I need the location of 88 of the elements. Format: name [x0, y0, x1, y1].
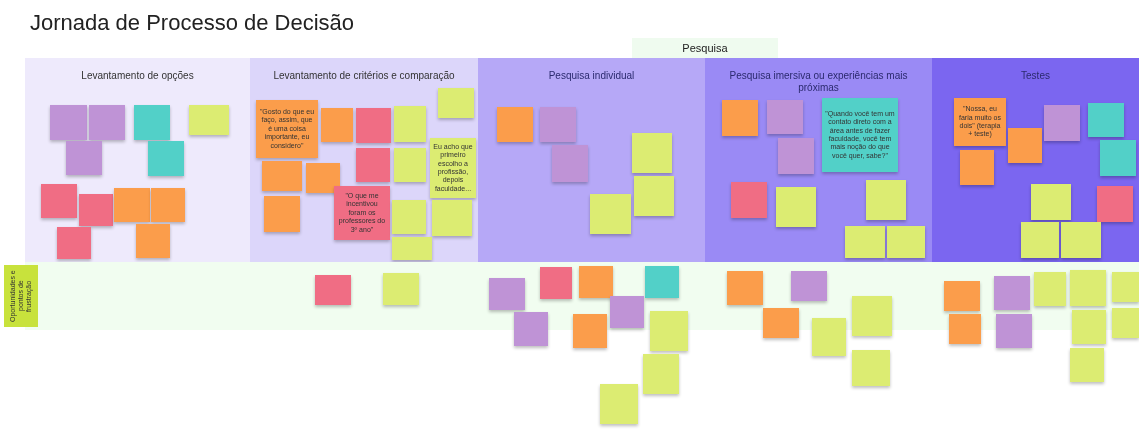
sticky-note: [189, 105, 229, 135]
sticky-note: [1070, 348, 1104, 382]
sticky-note: [1100, 140, 1136, 176]
sticky-note: [650, 311, 688, 351]
sticky-note: [50, 105, 87, 140]
sticky-note: [776, 187, 816, 227]
sticky-note: [643, 354, 679, 394]
sticky-note: [148, 141, 184, 176]
sticky-note: [590, 194, 631, 234]
sticky-note: [1072, 310, 1106, 344]
sticky-note: [1112, 272, 1139, 302]
sticky-note: [1097, 186, 1133, 222]
column-panel: [25, 58, 250, 262]
sticky-note: [1061, 222, 1101, 258]
column-heading: Levantamento de opções: [80, 70, 195, 82]
sticky-note: [438, 88, 474, 118]
sticky-note: [57, 227, 91, 259]
column-panel: [250, 58, 478, 262]
page-title: Jornada de Processo de Decisão: [30, 10, 355, 36]
sticky-note: [432, 200, 472, 236]
sticky-note: [949, 314, 981, 344]
sticky-note: [41, 184, 77, 218]
sticky-note: [321, 108, 353, 142]
sticky-note: [791, 271, 827, 301]
sticky-note: [66, 141, 102, 175]
sticky-note: [394, 106, 426, 142]
sticky-note: [1088, 103, 1124, 137]
sticky-note: [812, 318, 846, 356]
sticky-note: [645, 266, 679, 298]
sticky-note: [852, 296, 892, 336]
sticky-note: [540, 107, 576, 142]
sticky-note: [994, 276, 1030, 310]
sticky-note: [634, 176, 674, 216]
sticky-note: [1021, 222, 1059, 258]
sticky-note: [552, 145, 588, 182]
sticky-note: [632, 133, 672, 173]
sticky-note: [315, 275, 351, 305]
column-heading: Testes: [1020, 70, 1051, 82]
sticky-note: [79, 194, 113, 226]
sticky-note: [852, 350, 890, 386]
swimlane-row: [4, 262, 1139, 330]
sticky-note: [1034, 272, 1066, 306]
column-heading: Pesquisa imersiva ou experiências mais próximas: [728, 70, 909, 94]
sticky-note: [136, 224, 170, 258]
sticky-note: [1070, 270, 1106, 306]
sticky-note: [383, 273, 419, 305]
sticky-note: [579, 266, 613, 298]
sticky-note: [114, 188, 150, 222]
sticky-note: [573, 314, 607, 348]
sticky-note: [960, 150, 994, 185]
column-panel: [478, 58, 705, 262]
sticky-note: [600, 384, 638, 424]
sticky-note: [1031, 184, 1071, 220]
sticky-note: [944, 281, 980, 311]
sticky-note: [489, 278, 525, 310]
sticky-note: [306, 163, 340, 193]
sticky-note: [392, 200, 426, 234]
sticky-note: [356, 148, 390, 182]
column-heading: Pesquisa individual: [547, 70, 636, 82]
sticky-note: [845, 226, 885, 258]
sticky-note: [356, 108, 391, 143]
sticky-note: [392, 237, 432, 260]
sticky-note: [151, 188, 185, 222]
sticky-note: [996, 314, 1032, 348]
column-panel: [705, 58, 932, 262]
sticky-note: [134, 105, 170, 140]
sticky-note: [610, 296, 644, 328]
sticky-note: [540, 267, 572, 299]
column-panel: [932, 58, 1139, 262]
sticky-note: [497, 107, 533, 142]
sticky-note: [1112, 308, 1139, 338]
sticky-note: [264, 196, 300, 232]
sticky-note: [722, 100, 758, 136]
sticky-note: [763, 308, 799, 338]
sticky-note: [731, 182, 767, 218]
sticky-note: [778, 138, 814, 174]
sticky-note: [262, 161, 302, 191]
sticky-note: [1044, 105, 1080, 141]
sticky-note: [866, 180, 906, 220]
sticky-note: [514, 312, 548, 346]
sticky-note: [394, 148, 426, 182]
sticky-note: [767, 100, 803, 134]
sticky-note: [887, 226, 925, 258]
sticky-note: [1008, 128, 1042, 163]
column-heading: Levantamento de critérios e comparação: [272, 70, 456, 82]
section-tab: Pesquisa: [632, 38, 778, 58]
sticky-note: [89, 105, 125, 140]
sticky-note: [727, 271, 763, 305]
